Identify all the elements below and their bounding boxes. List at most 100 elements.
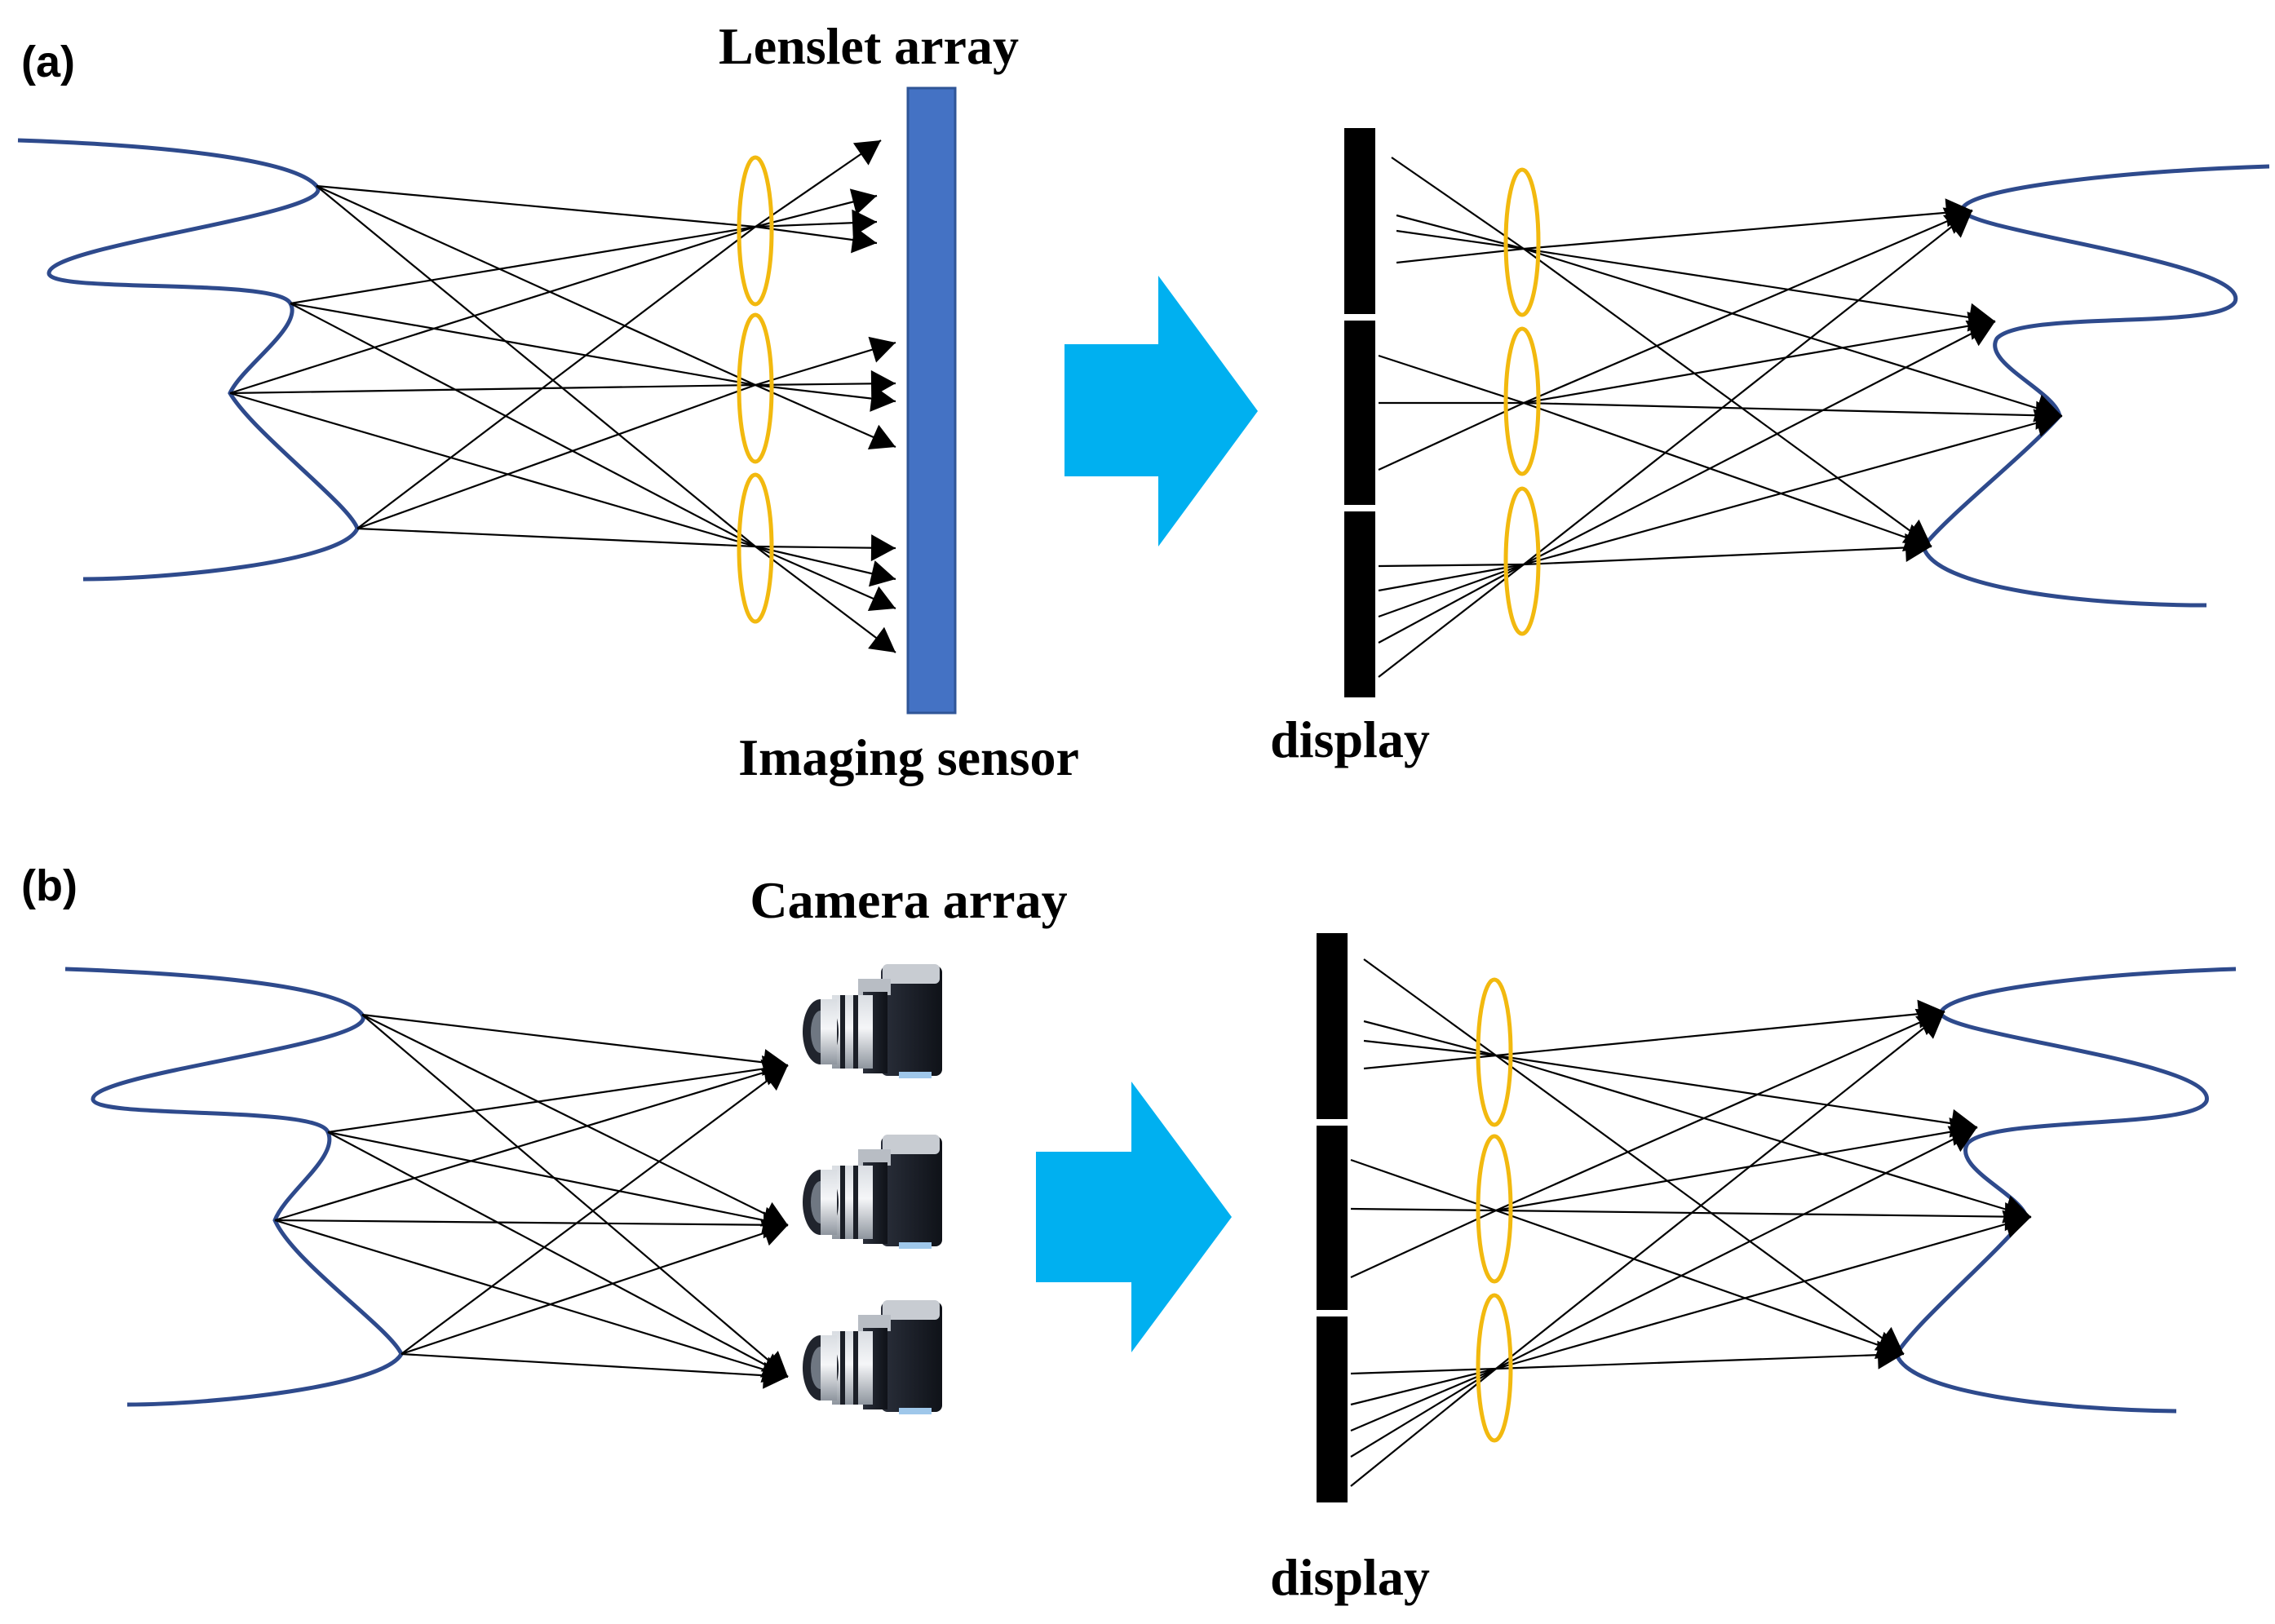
- display-ray: [1378, 564, 1525, 678]
- arrowhead: [763, 1361, 788, 1389]
- object-wavefront-left-a: [17, 138, 360, 582]
- ray: [755, 383, 896, 449]
- capture-ray: [290, 303, 756, 547]
- display-ray: [1396, 214, 1525, 250]
- ray: [274, 1219, 789, 1227]
- arrowhead: [1965, 321, 1995, 347]
- panel-b-tag: (b): [21, 861, 77, 910]
- ray: [1523, 414, 2063, 566]
- ray: [401, 1352, 789, 1378]
- arrowhead: [868, 336, 896, 363]
- display-ray: [1378, 354, 1525, 405]
- display-label-a: display: [1270, 710, 1430, 768]
- imaging-sensor: [906, 86, 957, 715]
- display-ray: [1350, 1367, 1497, 1432]
- display-ray: [1378, 564, 1525, 644]
- arrowhead: [1942, 210, 1972, 238]
- display-segment-b1: [1317, 933, 1348, 1119]
- display-label-b: display: [1270, 1548, 1430, 1606]
- capture-ray: [229, 225, 756, 395]
- display-lens-b1: [1476, 977, 1513, 1127]
- display-lens-a2: [1503, 326, 1541, 476]
- ray: [1495, 1209, 2032, 1219]
- ray: [1495, 1055, 1905, 1355]
- ray: [327, 1064, 789, 1134]
- arrowhead: [870, 385, 896, 412]
- ray: [1495, 1215, 2032, 1370]
- capture-ray: [290, 302, 756, 387]
- ray: [1495, 1352, 1905, 1370]
- camera-icon: [803, 1300, 942, 1414]
- arrowhead: [870, 534, 896, 562]
- display-ray: [1350, 1367, 1497, 1406]
- display-ray: [1378, 402, 1525, 471]
- arrowhead: [867, 424, 896, 449]
- ray: [1523, 321, 1996, 565]
- ray: [361, 1014, 789, 1226]
- display-ray: [1350, 1207, 1497, 1212]
- arrowhead: [869, 560, 896, 587]
- arrowhead: [760, 1065, 788, 1091]
- display-segment-a2: [1344, 321, 1375, 505]
- arrowhead: [1905, 533, 1932, 562]
- arrowhead: [2002, 1210, 2031, 1238]
- arrowhead: [1947, 1126, 1977, 1153]
- capture-rays-b: [274, 1013, 789, 1389]
- capture-ray: [229, 383, 756, 395]
- display-rays-a: [1378, 157, 2063, 678]
- arrowhead: [760, 1219, 788, 1246]
- ray: [1495, 1126, 1978, 1212]
- capture-ray: [316, 184, 756, 387]
- ray: [1495, 1010, 1945, 1212]
- display-segment-a3: [1344, 511, 1375, 697]
- reconstructed-wavefront-right-b: [1894, 967, 2237, 1414]
- capture-ray: [316, 184, 756, 228]
- display-ray: [1350, 1158, 1497, 1212]
- panel-a: (a) Lenslet array Imaging sensor display: [17, 17, 2270, 786]
- display-ray: [1363, 1054, 1497, 1070]
- ray: [1523, 247, 2063, 418]
- display-lens-b2: [1476, 1134, 1513, 1284]
- ray: [1495, 1011, 1945, 1370]
- panel-a-tag: (a): [21, 38, 75, 86]
- object-wavefront-left-b: [64, 967, 404, 1407]
- ray: [1495, 1010, 1945, 1057]
- camera-array-label: Camera array: [750, 871, 1067, 929]
- arrowhead: [1877, 1340, 1904, 1370]
- panel-b: (b) Camera array display: [21, 861, 2237, 1606]
- display-segment-b3: [1317, 1316, 1348, 1502]
- ray: [361, 1013, 789, 1067]
- ray: [327, 1131, 789, 1378]
- camera-icon: [803, 964, 942, 1078]
- ray: [1523, 210, 1973, 565]
- ray: [401, 1064, 789, 1355]
- capture-rays-a: [229, 139, 896, 653]
- lenslet-array-label: Lenslet array: [719, 17, 1019, 75]
- display-lens-b3: [1476, 1293, 1513, 1443]
- display-ray: [1378, 563, 1525, 618]
- ray: [361, 1014, 789, 1378]
- ray: [755, 546, 896, 653]
- arrowhead: [2033, 409, 2062, 437]
- arrowhead: [1915, 1011, 1945, 1039]
- ray: [1523, 401, 1932, 548]
- ray: [274, 1064, 789, 1222]
- display-ray: [1378, 563, 1525, 568]
- arrowhead: [851, 226, 877, 254]
- display-ray: [1396, 229, 1525, 250]
- lenslet-2: [737, 312, 774, 464]
- arrowhead: [867, 586, 896, 611]
- display-ray: [1378, 563, 1525, 592]
- capture-ray: [356, 383, 756, 530]
- ray: [1495, 1054, 1978, 1129]
- display-lens-a3: [1503, 486, 1541, 636]
- reconstructed-wavefront-right-a: [1921, 164, 2270, 608]
- camera-icon: [803, 1135, 942, 1249]
- ray: [755, 139, 882, 228]
- display-ray: [1363, 958, 1497, 1056]
- display-lens-a1: [1503, 167, 1541, 317]
- ray: [1523, 247, 1996, 323]
- ray: [1523, 545, 1932, 566]
- display-rays-b: [1350, 958, 2032, 1487]
- right-arrow-icon: [1036, 1082, 1232, 1352]
